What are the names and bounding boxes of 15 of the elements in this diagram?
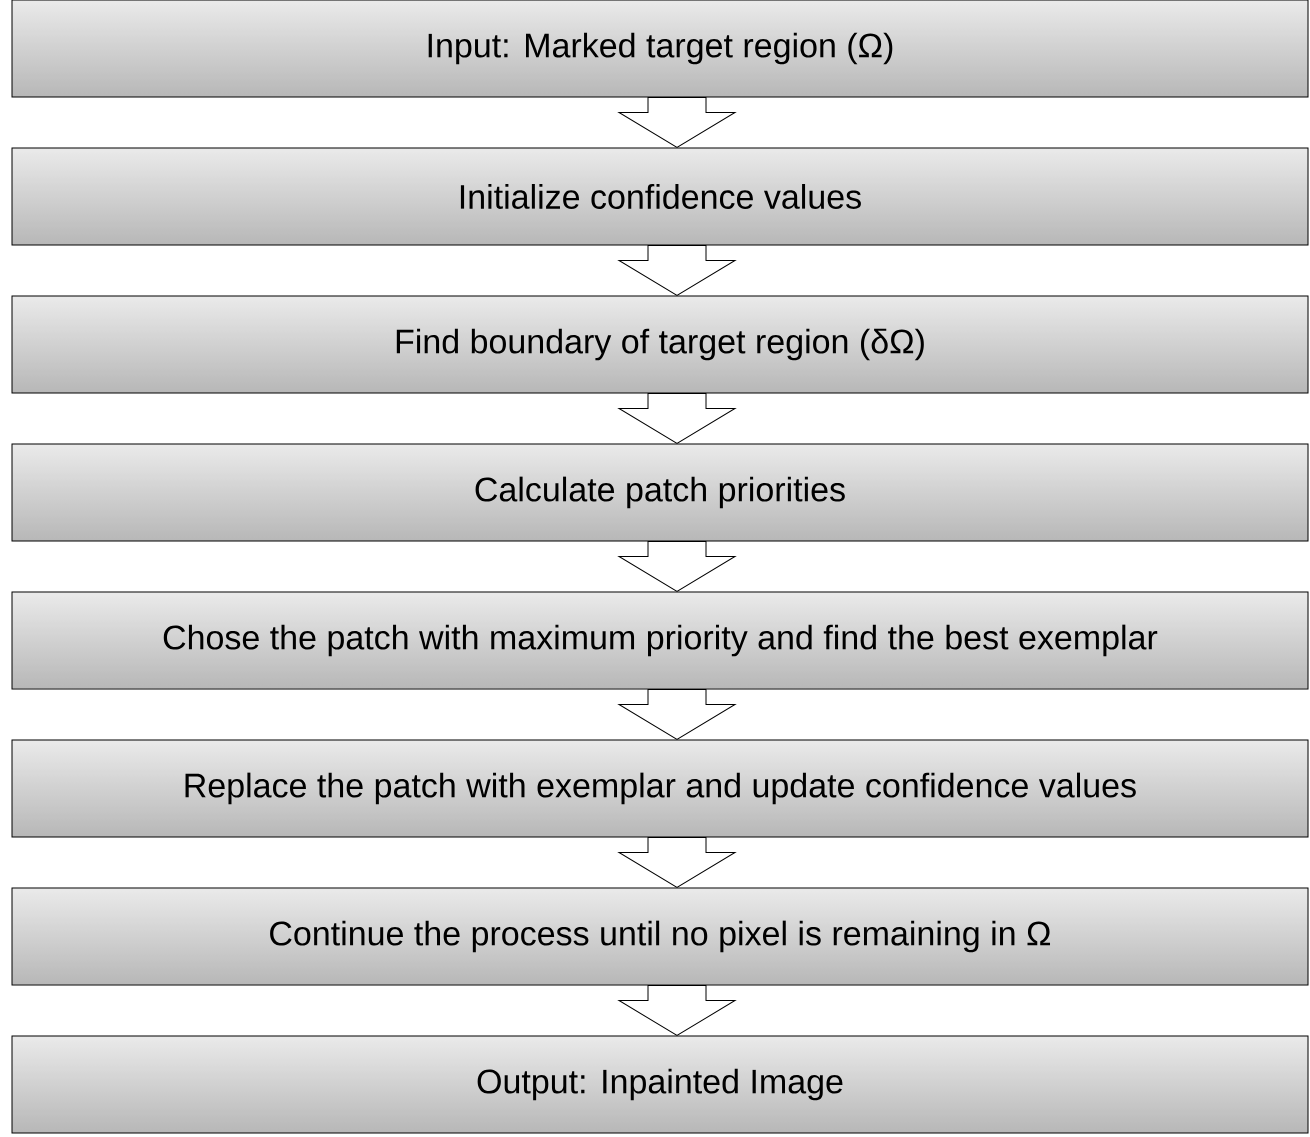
process-box: Input: Marked target region (Ω) [11, 0, 1309, 98]
block-arrow [618, 245, 736, 296]
block-arrow [618, 689, 736, 740]
block-arrow [618, 837, 736, 888]
block-arrow [618, 393, 736, 444]
block-arrow [618, 97, 736, 148]
process-box: Chose the patch with maximum priority and find the best exemplar [11, 591, 1309, 690]
process-box: Calculate patch priorities [11, 443, 1309, 542]
process-box: Initialize confidence values [11, 147, 1309, 246]
process-box: Continue the process until no pixel is remaining in Ω [11, 887, 1309, 986]
block-arrow [618, 541, 736, 592]
process-box: Output: Inpainted Image [11, 1035, 1309, 1134]
block-arrow [618, 985, 736, 1036]
process-box: Replace the patch with exemplar and update confidence values [11, 739, 1309, 838]
process-box: Find boundary of target region (δΩ) [11, 295, 1309, 394]
